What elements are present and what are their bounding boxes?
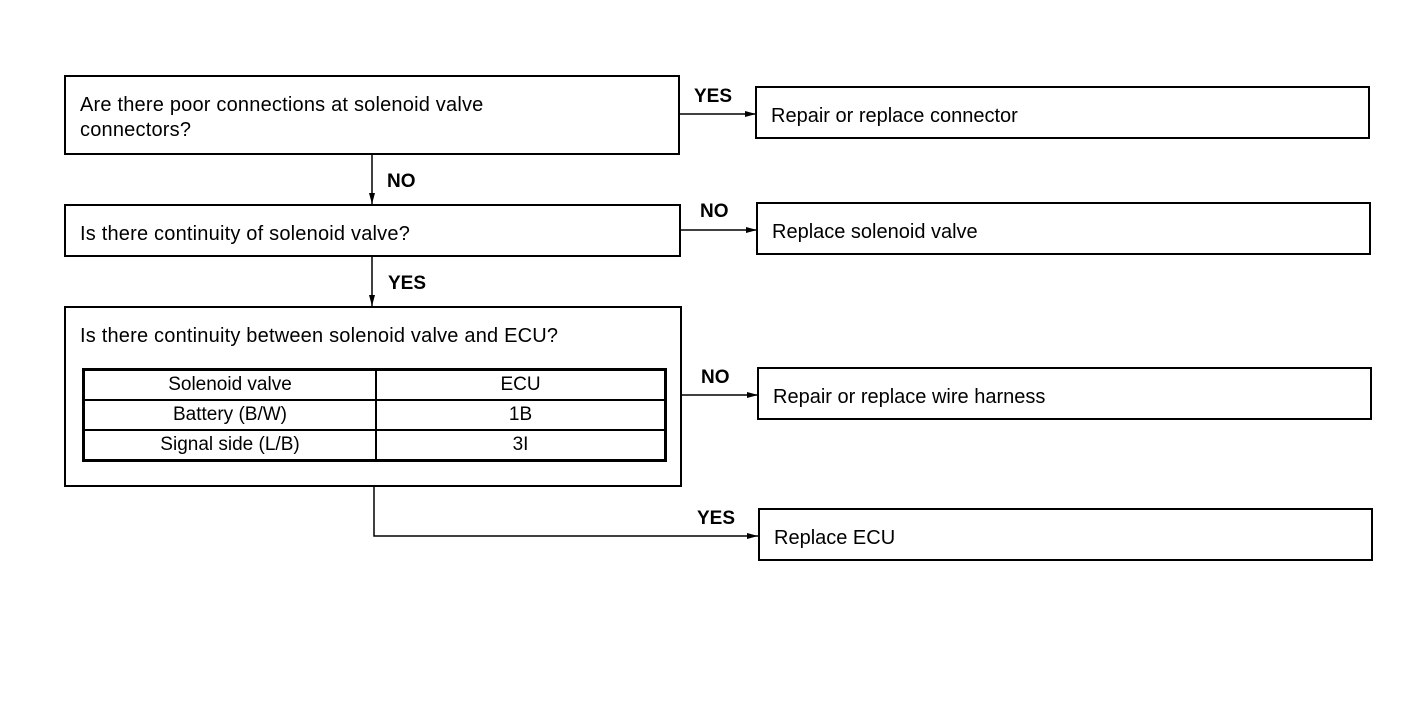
table-cell: Signal side (L/B): [82, 429, 377, 462]
branch-label-q1-yes: YES: [694, 86, 733, 107]
branch-label-q1-no: NO: [387, 171, 416, 192]
action-3-text: Repair or replace wire harness: [773, 386, 1046, 408]
branch-label-q3-yes: YES: [697, 508, 736, 529]
table-row: Battery (B/W) 1B: [82, 399, 667, 431]
question-1-text: Are there poor connections at solenoid v…: [80, 94, 484, 141]
action-4-text: Replace ECU: [774, 527, 896, 549]
table-cell: 3I: [375, 429, 667, 462]
continuity-table: Solenoid valve ECU Battery (B/W) 1B Sign…: [82, 368, 667, 462]
action-1-text: Repair or replace connector: [771, 105, 1018, 127]
action-box-2: Replace solenoid valve: [756, 202, 1371, 255]
table-cell: Battery (B/W): [82, 399, 377, 431]
action-2-text: Replace solenoid valve: [772, 221, 978, 243]
question-box-3: Is there continuity between solenoid val…: [64, 306, 682, 487]
branch-label-q3-no: NO: [701, 367, 730, 388]
question-3-text: Is there continuity between solenoid val…: [80, 325, 559, 347]
question-2-text: Is there continuity of solenoid valve?: [80, 223, 411, 245]
table-row: Signal side (L/B) 3I: [82, 429, 667, 462]
action-box-1: Repair or replace connector: [755, 86, 1370, 139]
question-box-1: Are there poor connections at solenoid v…: [64, 75, 680, 155]
table-header-row: Solenoid valve ECU: [82, 368, 667, 401]
arrow-q3-to-a4: [373, 486, 758, 539]
action-box-3: Repair or replace wire harness: [757, 367, 1372, 420]
table-header-cell: Solenoid valve: [82, 368, 377, 401]
action-box-4: Replace ECU: [758, 508, 1373, 561]
question-box-2: Is there continuity of solenoid valve?: [64, 204, 681, 257]
branch-label-q2-yes: YES: [388, 273, 427, 294]
branch-label-q2-no: NO: [700, 201, 729, 222]
table-cell: 1B: [375, 399, 667, 431]
table-header-cell: ECU: [375, 368, 667, 401]
